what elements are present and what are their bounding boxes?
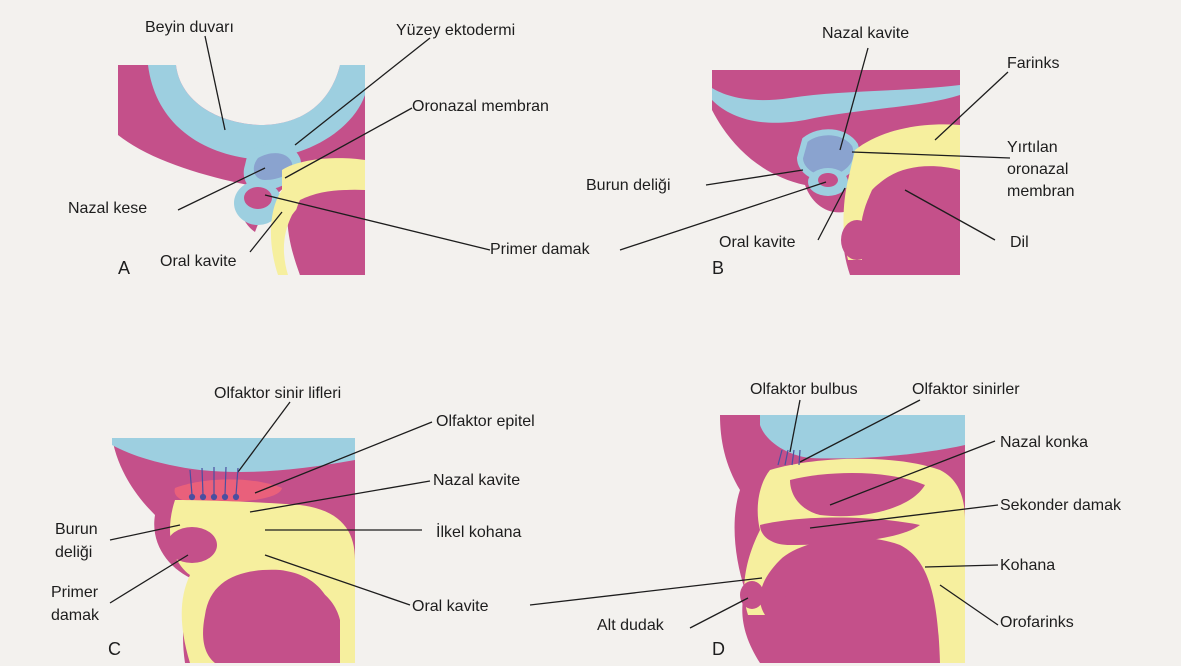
panel-letter-c: C bbox=[108, 639, 121, 660]
panel-d-drawing bbox=[720, 415, 965, 663]
label-burun-1: Burun bbox=[55, 520, 98, 539]
label-oral-kavite-a: Oral kavite bbox=[160, 252, 236, 271]
panel-c-primary-palate bbox=[167, 527, 217, 563]
panel-a-inner bbox=[293, 190, 365, 275]
label-olfaktor-bulbus: Olfaktor bulbus bbox=[750, 380, 858, 399]
label-nazal-kavite-b: Nazal kavite bbox=[822, 24, 909, 43]
label-olfaktor-epitel: Olfaktor epitel bbox=[436, 412, 535, 431]
panel-letter-b: B bbox=[712, 258, 724, 279]
label-primer-2: damak bbox=[51, 606, 99, 625]
label-farinks: Farinks bbox=[1007, 54, 1059, 73]
label-kohana: Kohana bbox=[1000, 556, 1055, 575]
label-alt-dudak: Alt dudak bbox=[597, 616, 664, 635]
label-yirtilan-1: Yırtılan bbox=[1007, 138, 1058, 157]
panel-b-oral-pink bbox=[818, 173, 838, 187]
label-dil: Dil bbox=[1010, 233, 1029, 252]
label-burun-deligi-b: Burun deliği bbox=[586, 176, 671, 195]
label-primer-damak: Primer damak bbox=[490, 240, 590, 259]
label-nazal-konka: Nazal konka bbox=[1000, 433, 1088, 452]
panel-a-oral-pink bbox=[244, 187, 272, 209]
panel-c-drawing bbox=[112, 438, 355, 663]
label-nazal-kavite-c: Nazal kavite bbox=[433, 471, 520, 490]
label-oral-kavite-b: Oral kavite bbox=[719, 233, 795, 252]
panel-letter-d: D bbox=[712, 639, 725, 660]
leader-c-primer-damak bbox=[110, 555, 188, 603]
label-orofarinks: Orofarinks bbox=[1000, 613, 1074, 632]
label-oral-kavite-cd: Oral kavite bbox=[412, 597, 488, 616]
label-ilkel-kohana: İlkel kohana bbox=[436, 523, 521, 542]
panel-d-lower-lip bbox=[740, 581, 764, 609]
label-beyin-duvari: Beyin duvarı bbox=[145, 18, 234, 37]
panel-b-chin bbox=[841, 220, 873, 260]
label-yuzey-ektodermi: Yüzey ektodermi bbox=[396, 21, 515, 40]
label-burun-2: deliği bbox=[55, 543, 92, 562]
label-olfaktor-sinir-lifleri: Olfaktor sinir lifleri bbox=[214, 384, 341, 403]
label-yirtilan-2: oronazal bbox=[1007, 160, 1068, 179]
label-sekonder-damak: Sekonder damak bbox=[1000, 496, 1121, 515]
label-yirtilan-3: membran bbox=[1007, 182, 1075, 201]
label-nazal-kese: Nazal kese bbox=[68, 199, 147, 218]
label-primer-1: Primer bbox=[51, 583, 98, 602]
panel-a-drawing bbox=[118, 65, 365, 275]
label-olfaktor-sinirler: Olfaktor sinirler bbox=[912, 380, 1020, 399]
leader-d-alt-dudak bbox=[690, 598, 748, 628]
leader-d-oral-kavite bbox=[530, 578, 762, 605]
label-oronazal-membran: Oronazal membran bbox=[412, 97, 549, 116]
panel-letter-a: A bbox=[118, 258, 130, 279]
